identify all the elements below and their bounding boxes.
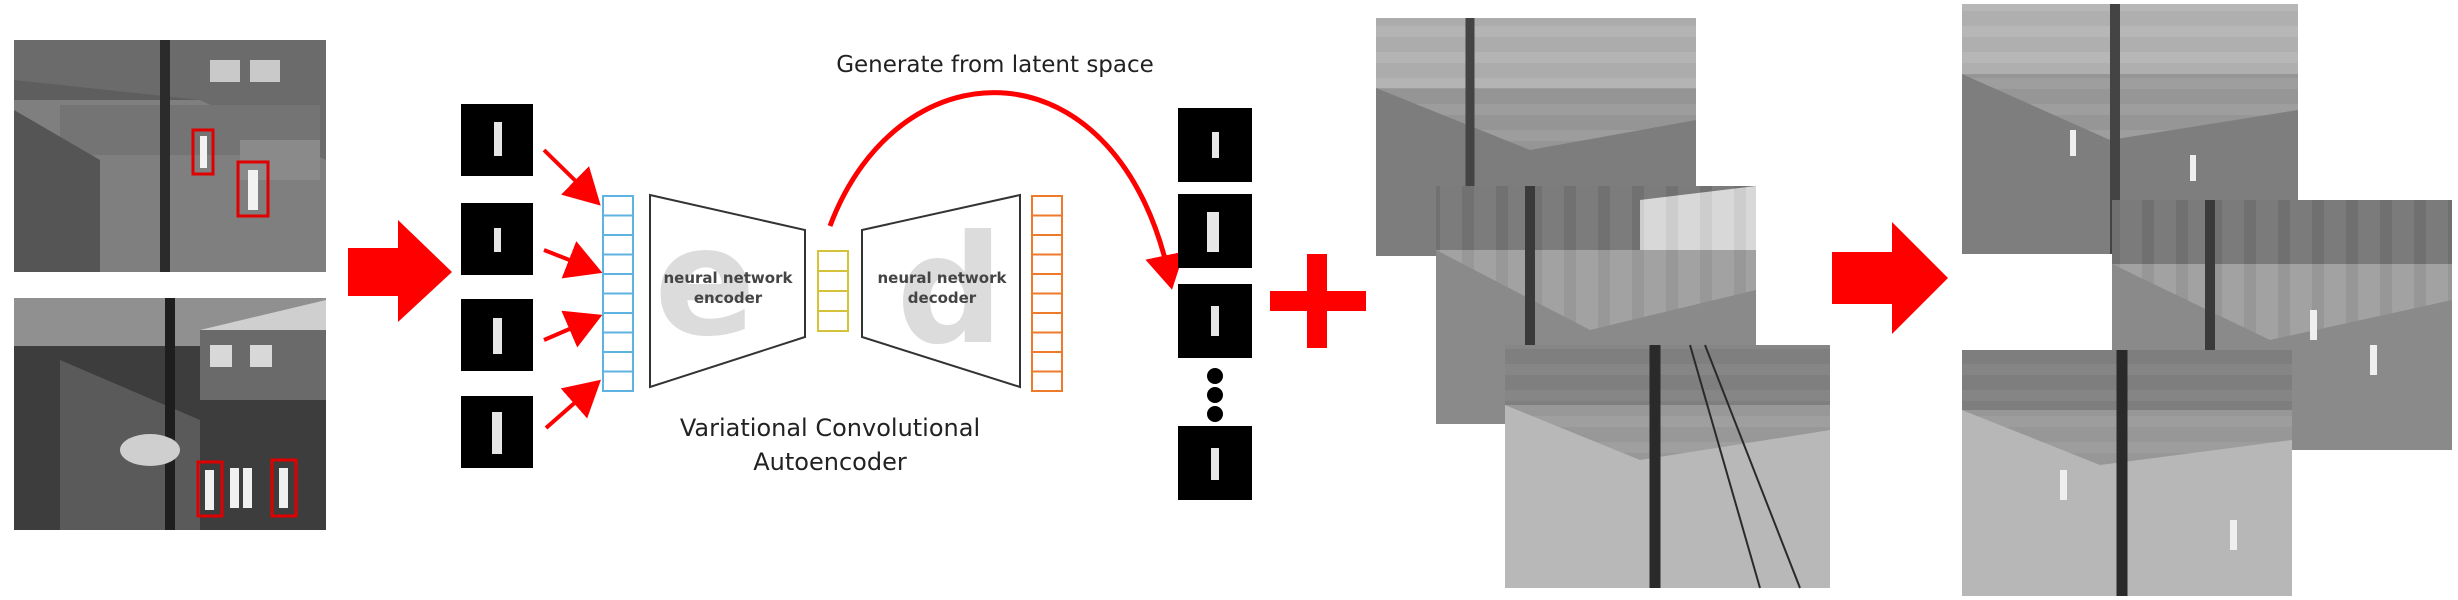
big-arrow-right-2: [1832, 222, 1948, 334]
input-arrows: [542, 148, 603, 430]
ellipsis-dot: [1207, 406, 1223, 422]
output-vector-cell: [1031, 195, 1063, 217]
detection-box: [270, 458, 298, 518]
output-vector-cell: [1031, 331, 1063, 353]
input-vector-cell: [602, 370, 634, 392]
ellipsis-dot: [1207, 387, 1223, 403]
latent-vector-cell: [817, 310, 849, 332]
input-vector-cell: [602, 195, 634, 217]
encoder-label-line2: encoder: [694, 289, 763, 307]
input-thermal-image-2: [14, 298, 326, 530]
output-vector-cell: [1031, 312, 1063, 334]
input-vector-cell: [602, 331, 634, 353]
vae-label-line1: Variational Convolutional: [679, 414, 981, 442]
ellipsis-dot: [1207, 368, 1223, 384]
latent-vector-cell: [817, 270, 849, 292]
output-vector-cell: [1031, 234, 1063, 256]
decoder-output-vector: [1031, 195, 1063, 392]
output-vector-cell: [1031, 214, 1063, 236]
output-vector-cell: [1031, 273, 1063, 295]
encoder-input-vector: [602, 195, 634, 392]
latent-vector-cell: [817, 250, 849, 272]
detection-box: [191, 128, 215, 176]
input-vector-cell: [602, 234, 634, 256]
detection-box: [196, 460, 224, 518]
latent-vector-cell: [817, 290, 849, 312]
generate-arrow: [827, 90, 1185, 290]
input-vector-cell: [602, 292, 634, 314]
plus-sign: [1270, 254, 1366, 348]
encoder: e neural network encoder: [649, 193, 806, 389]
encoder-watermark: e: [654, 196, 756, 370]
decoder-label-line1: neural network: [878, 269, 1008, 287]
input-crops: [461, 104, 533, 468]
background-scene-3: [1505, 344, 1830, 589]
input-vector-cell: [602, 351, 634, 373]
output-vector-cell: [1031, 370, 1063, 392]
output-vector-cell: [1031, 292, 1063, 314]
latent-vector: [817, 250, 849, 332]
augmented-scene-3: [1962, 350, 2292, 596]
input-vector-cell: [602, 214, 634, 236]
detection-box: [236, 160, 270, 218]
input-vector-cell: [602, 312, 634, 334]
input-vector-cell: [602, 253, 634, 275]
generate-label: Generate from latent space: [836, 52, 1154, 78]
vae-label-line2: Autoencoder: [753, 448, 907, 476]
big-arrow-right-1: [348, 220, 452, 322]
output-vector-cell: [1031, 253, 1063, 275]
decoder: d neural network decoder: [861, 193, 1021, 389]
decoder-watermark: d: [896, 204, 1003, 378]
output-vector-cell: [1031, 351, 1063, 373]
decoder-label-line2: decoder: [908, 289, 977, 307]
generated-crops: [1178, 108, 1252, 500]
encoder-label-line1: neural network: [664, 269, 794, 287]
input-vector-cell: [602, 273, 634, 295]
input-thermal-image-1: [14, 40, 326, 272]
